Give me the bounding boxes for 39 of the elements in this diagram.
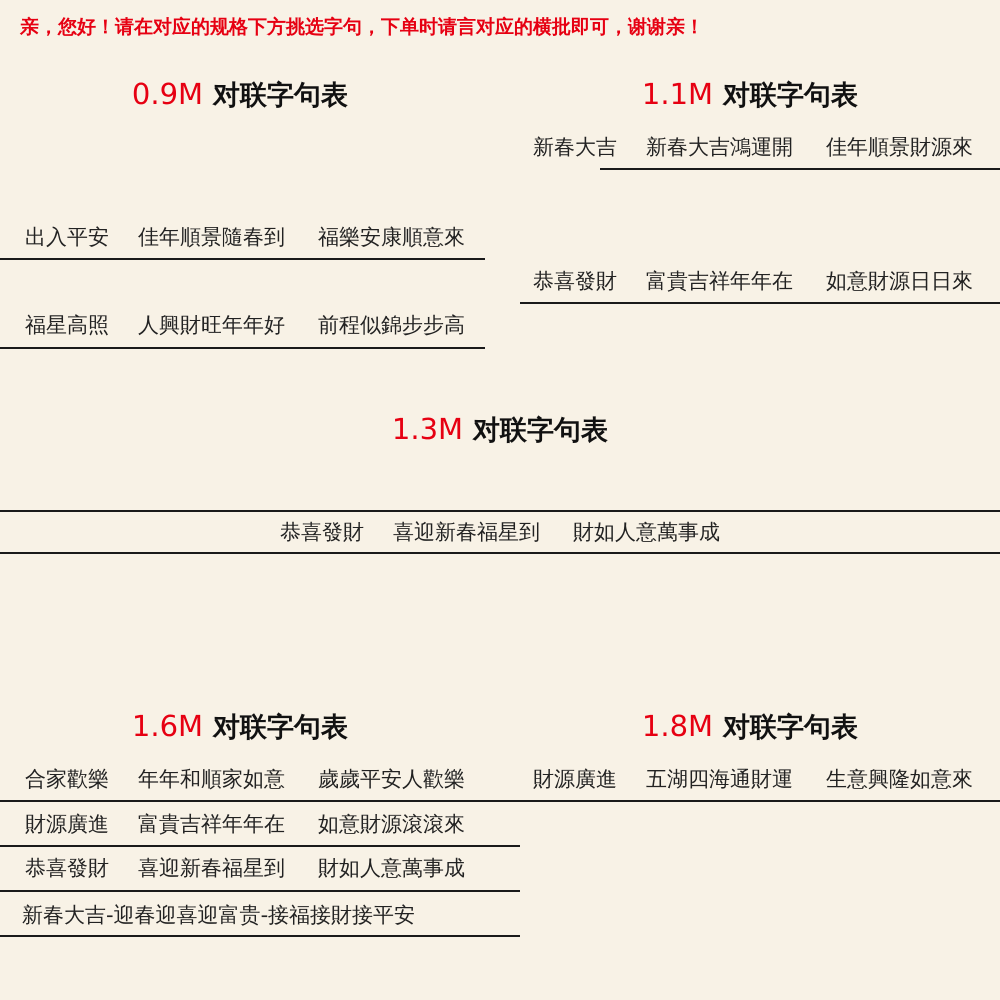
size-heading: 0.9M xyxy=(132,77,204,111)
couplet-phrase: 喜迎新春福星到 xyxy=(138,855,285,881)
couplet-phrase: 歲歲平安人歡樂 xyxy=(318,766,465,792)
couplet-phrase: 新春大吉-迎春迎喜迎富贵-接福接財接平安 xyxy=(22,902,416,928)
couplet-phrase: 福樂安康順意來 xyxy=(318,224,465,250)
couplet-phrase: 財如人意萬事成 xyxy=(573,519,720,545)
couplet-phrase: 年年和順家如意 xyxy=(138,766,285,792)
size-heading: 1.6M xyxy=(132,709,204,743)
couplet-phrase: 佳年順景財源來 xyxy=(826,134,973,160)
instruction-note: 亲，您好！请在对应的规格下方挑选字句，下单时请言对应的横批即可，谢谢亲！ xyxy=(20,15,704,40)
size-heading: 1.1M xyxy=(642,77,714,111)
couplet-phrase: 新春大吉鴻運開 xyxy=(646,134,793,160)
couplet-phrase: 前程似錦步步高 xyxy=(318,312,465,338)
size-heading: 1.8M xyxy=(642,709,714,743)
table-heading: 对联字句表 xyxy=(723,711,858,745)
couplet-phrase: 出入平安 xyxy=(25,224,109,250)
couplet-phrase: 恭喜發財 xyxy=(25,855,109,881)
couplet-phrase: 人興財旺年年好 xyxy=(138,312,285,338)
couplet-phrase: 合家歡樂 xyxy=(25,766,109,792)
couplet-phrase: 財如人意萬事成 xyxy=(318,855,465,881)
couplet-phrase: 如意財源日日來 xyxy=(826,268,973,294)
couplet-phrase: 生意興隆如意來 xyxy=(826,766,973,792)
table-heading: 对联字句表 xyxy=(473,414,608,448)
couplet-phrase: 富貴吉祥年年在 xyxy=(646,268,793,294)
couplet-phrase: 新春大吉 xyxy=(533,134,617,160)
couplet-phrase: 五湖四海通財運 xyxy=(646,766,793,792)
couplet-phrase: 喜迎新春福星到 xyxy=(393,519,540,545)
couplet-phrase: 如意財源滾滾來 xyxy=(318,811,465,837)
couplet-phrase: 恭喜發財 xyxy=(280,519,364,545)
size-heading: 1.3M xyxy=(392,412,464,446)
table-heading: 对联字句表 xyxy=(213,711,348,745)
couplet-phrase: 財源廣進 xyxy=(25,811,109,837)
couplet-phrase: 福星高照 xyxy=(25,312,109,338)
couplet-phrase: 佳年順景隨春到 xyxy=(138,224,285,250)
couplet-phrase: 恭喜發財 xyxy=(533,268,617,294)
couplet-phrase: 富貴吉祥年年在 xyxy=(138,811,285,837)
couplet-phrase: 財源廣進 xyxy=(533,766,617,792)
table-heading: 对联字句表 xyxy=(723,79,858,113)
table-heading: 对联字句表 xyxy=(213,79,348,113)
